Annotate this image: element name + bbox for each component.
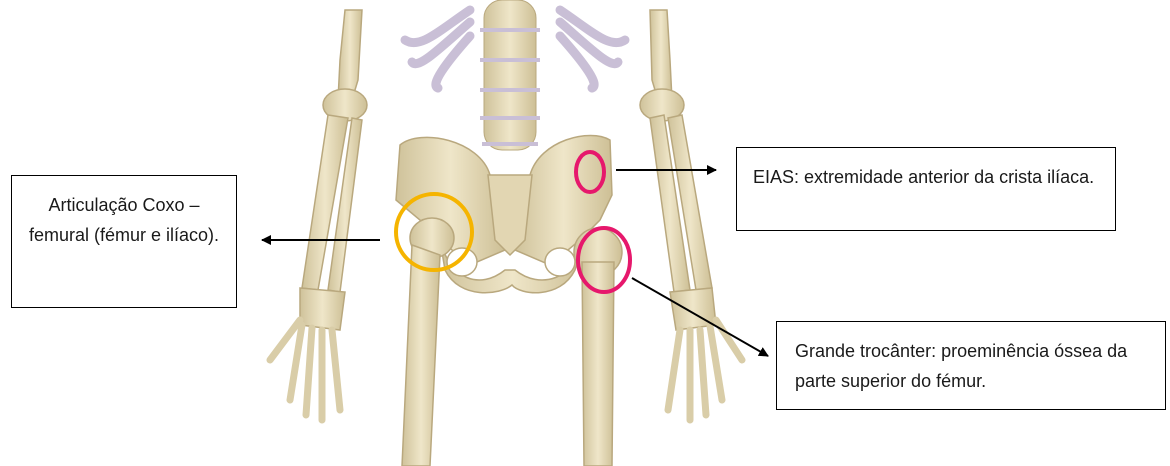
right-arm [640, 10, 742, 420]
hip-joint-text: Articulação Coxo – femural (fémur e ilía… [29, 195, 219, 245]
left-arm [270, 10, 367, 420]
eias-label: EIAS: extremidade anterior da crista ilí… [736, 147, 1116, 231]
greater-trochanter-label: Grande trocânter: proeminência óssea da … [776, 321, 1166, 410]
spine [480, 0, 540, 150]
eias-text: EIAS: extremidade anterior da crista ilí… [753, 167, 1094, 187]
femurs [402, 218, 622, 466]
greater-trochanter-text: Grande trocânter: proeminência óssea da … [795, 341, 1127, 391]
hip-joint-label: Articulação Coxo – femural (fémur e ilía… [11, 175, 237, 308]
